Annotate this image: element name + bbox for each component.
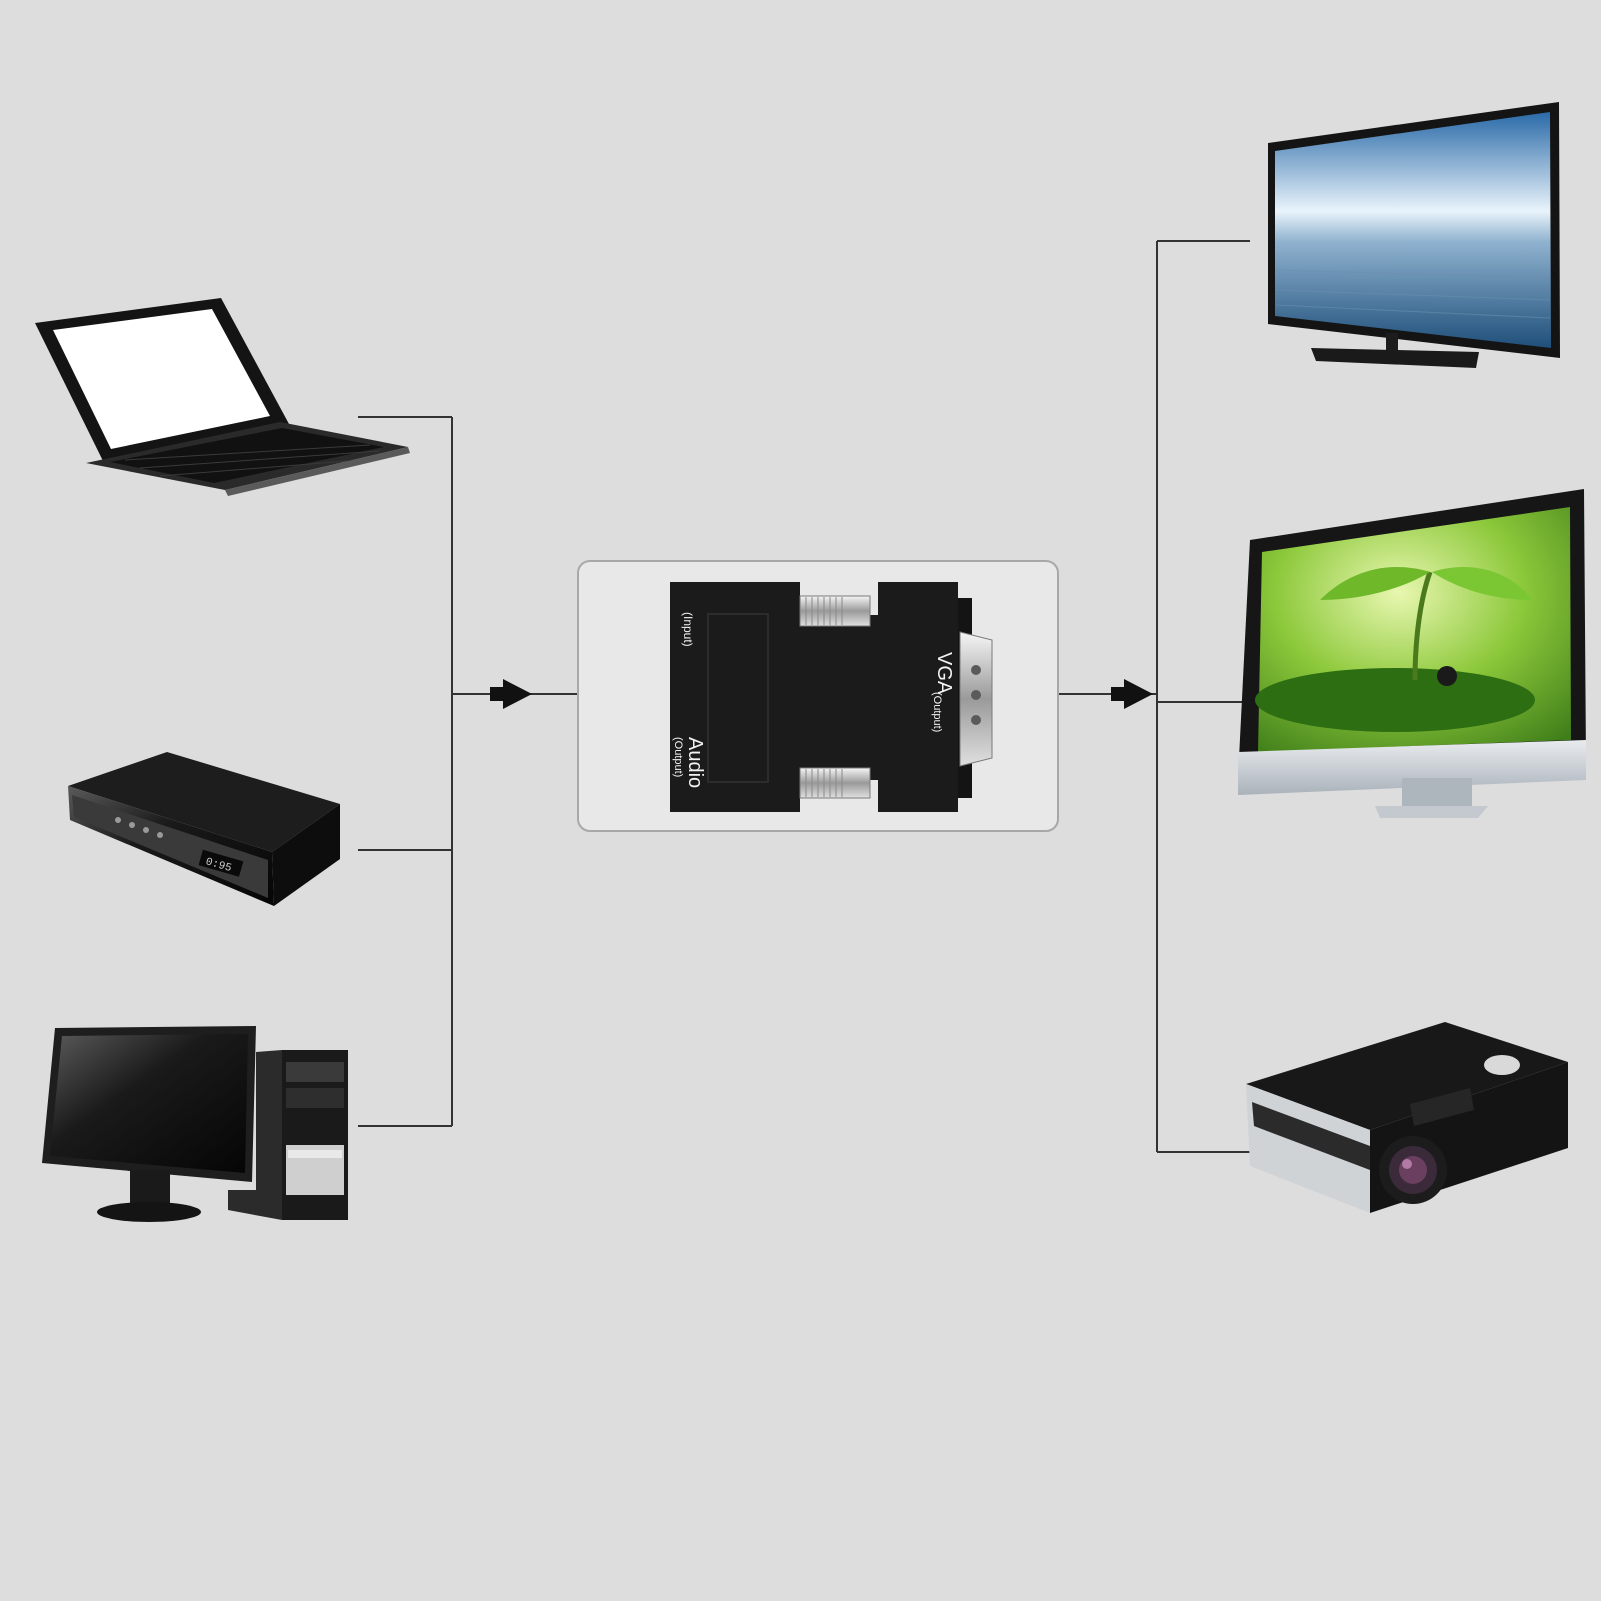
hdmi-vga-adapter: (Input) Audio (Output) VGA (Output) <box>670 582 993 812</box>
monitor-icon <box>1238 489 1586 818</box>
arrow-right-icon <box>1111 679 1153 709</box>
set-top-box-icon: 0:95 <box>68 752 340 906</box>
projector-icon <box>1246 1022 1568 1213</box>
audio-label: Audio <box>684 737 706 788</box>
vga-output-label: (Output) <box>931 692 943 732</box>
arrow-right-icon <box>490 679 532 709</box>
desktop-computer-icon <box>42 1026 348 1222</box>
audio-output-label: (Output) <box>672 737 684 777</box>
input-label: (Input) <box>681 612 695 647</box>
vga-label: VGA <box>933 652 955 695</box>
laptop-icon <box>35 298 410 496</box>
tv-icon <box>1268 102 1560 368</box>
